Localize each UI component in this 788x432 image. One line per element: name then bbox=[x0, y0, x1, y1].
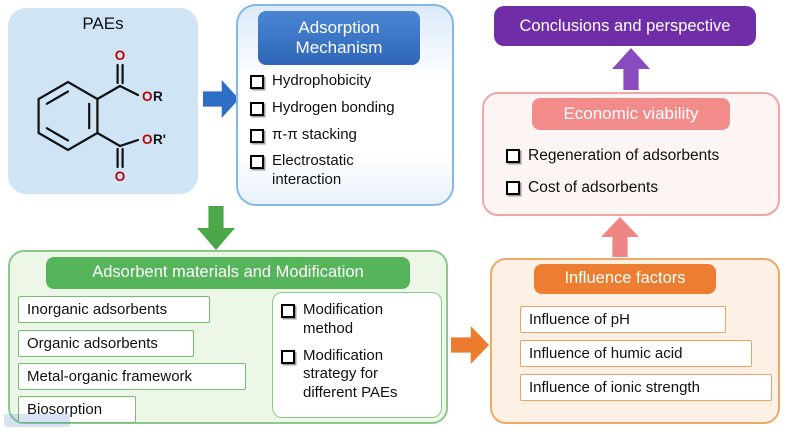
adsorption-mechanism-list: Hydrophobicity Hydrogen bonding π-π stac… bbox=[250, 72, 444, 198]
material-item: Inorganic adsorbents bbox=[18, 296, 210, 323]
ester-o-bottom-label: O bbox=[142, 132, 153, 147]
r-prime-group-label: R' bbox=[153, 132, 166, 147]
phthalate-structure-drawing: O O R O O R' bbox=[37, 48, 166, 184]
checkbox-icon bbox=[250, 75, 264, 89]
list-item: Hydrophobicity bbox=[250, 72, 444, 91]
checkbox-icon bbox=[506, 149, 520, 163]
carbonyl-o-top-label: O bbox=[115, 48, 126, 63]
economic-item-label: Cost of adsorbents bbox=[528, 179, 659, 196]
checkbox-icon bbox=[250, 155, 264, 170]
checkbox-icon bbox=[506, 181, 520, 195]
arrow-influence-to-economic-icon bbox=[601, 217, 639, 257]
list-item: Hydrogen bonding bbox=[250, 99, 444, 118]
arrow-economic-to-conclusions-icon bbox=[612, 48, 650, 90]
material-item: Organic adsorbents bbox=[18, 330, 194, 357]
influence-factors-box: Influence factors Influence of pH Influe… bbox=[490, 258, 780, 424]
checkbox-icon bbox=[281, 304, 295, 318]
list-item: Regeneration of adsorbents bbox=[506, 146, 719, 165]
arrow-adsorbent-to-influence-icon bbox=[451, 326, 489, 364]
mechanism-item-label: π-π stacking bbox=[272, 125, 357, 143]
checkbox-icon bbox=[250, 128, 264, 143]
conclusions-label: Conclusions and perspective bbox=[519, 16, 731, 35]
conclusions-box: Conclusions and perspective bbox=[494, 6, 756, 46]
list-item: Modification strategy for different PAEs bbox=[281, 347, 437, 403]
arrow-paes-to-mechanism-icon bbox=[203, 80, 239, 118]
checkbox-icon bbox=[250, 101, 264, 116]
economic-viability-header: Economic viability bbox=[532, 98, 730, 130]
adsorption-mechanism-header: Adsorption Mechanism bbox=[258, 11, 420, 65]
list-item: Modification method bbox=[281, 301, 437, 339]
adsorption-mechanism-box: Adsorption Mechanism Hydrophobicity Hydr… bbox=[236, 4, 454, 206]
r-group-top-label: R bbox=[153, 89, 163, 104]
economic-viability-box: Economic viability Regeneration of adsor… bbox=[482, 92, 780, 216]
list-item: Electrostatic interaction bbox=[250, 152, 444, 190]
modification-item-label: Modification method bbox=[303, 301, 384, 337]
ester-o-top-label: O bbox=[142, 89, 153, 104]
watermark bbox=[4, 414, 70, 427]
influence-item: Influence of humic acid bbox=[520, 340, 752, 367]
mechanism-item-label: Electrostatic interaction bbox=[272, 152, 354, 188]
modification-item-label: Modification strategy for different PAEs bbox=[303, 346, 398, 402]
economic-item-label: Regeneration of adsorbents bbox=[528, 147, 720, 164]
influence-item: Influence of pH bbox=[520, 306, 726, 333]
influence-factors-header: Influence factors bbox=[534, 264, 716, 294]
checkbox-icon bbox=[281, 349, 295, 364]
mechanism-item-label: Hydrogen bonding bbox=[272, 98, 395, 116]
adsorbent-materials-box: Adsorbent materials and Modification Ino… bbox=[8, 250, 448, 424]
material-item: Metal-organic framework bbox=[18, 363, 246, 390]
modification-panel: Modification method Modification strateg… bbox=[272, 292, 442, 418]
influence-item: Influence of ionic strength bbox=[520, 374, 772, 401]
carbonyl-o-bottom-label: O bbox=[115, 169, 126, 184]
adsorbent-materials-header: Adsorbent materials and Modification bbox=[46, 257, 410, 289]
arrow-paes-to-adsorbent-icon bbox=[197, 206, 235, 250]
list-item: Cost of adsorbents bbox=[506, 178, 658, 197]
paes-box: PAEs O O R O O R' bbox=[8, 8, 198, 194]
paes-title: PAEs bbox=[82, 14, 124, 33]
list-item: π-π stacking bbox=[250, 126, 444, 145]
mechanism-item-label: Hydrophobicity bbox=[272, 72, 372, 89]
material-item: Biosorption bbox=[18, 396, 136, 423]
